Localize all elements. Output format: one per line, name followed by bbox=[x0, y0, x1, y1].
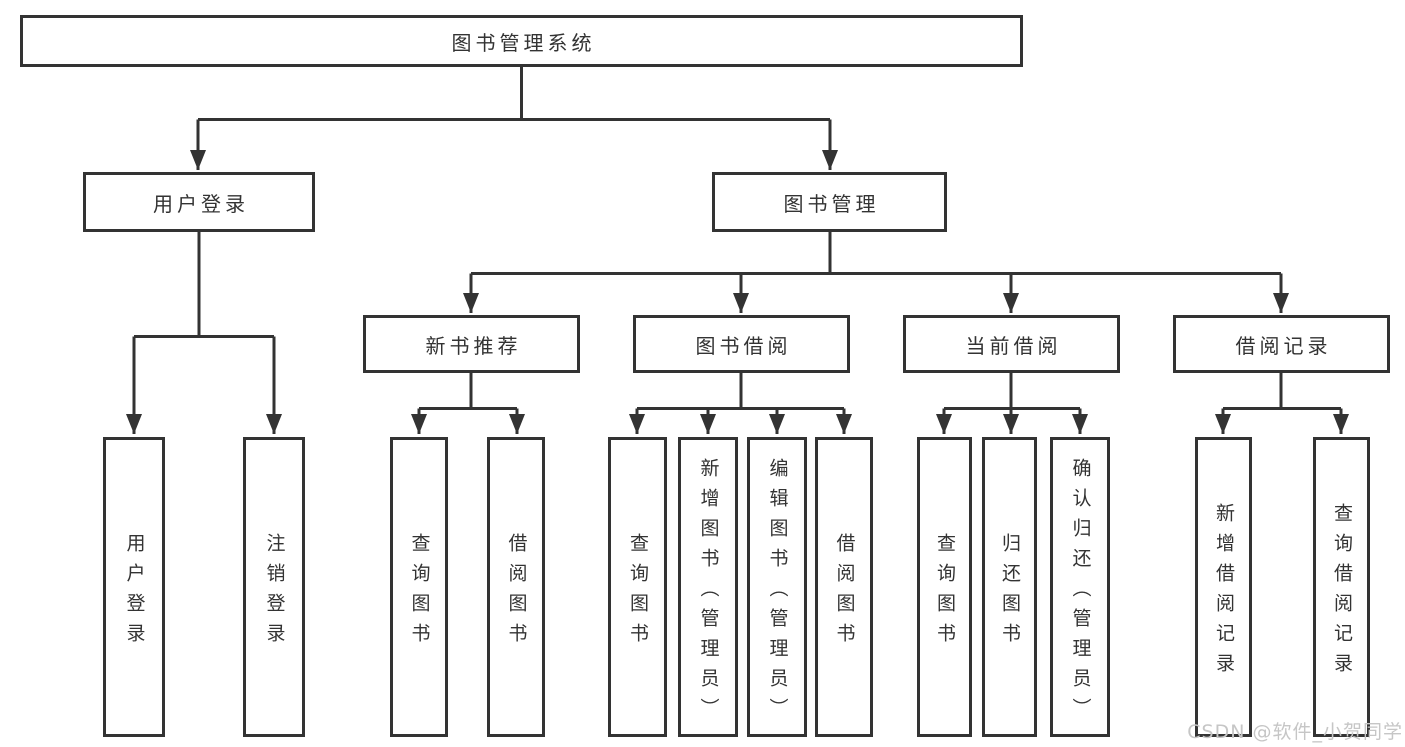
node-new-book-recommendation: 新书推荐 bbox=[363, 315, 580, 373]
node-label: 当前借阅 bbox=[965, 333, 1062, 358]
node-confirm-return-admin: 确认归还（管理员） bbox=[1050, 437, 1110, 737]
node-return-books: 归还图书 bbox=[982, 437, 1037, 737]
node-query-borrow-record: 查询借阅记录 bbox=[1313, 437, 1370, 737]
node-add-borrow-record: 新增借阅记录 bbox=[1195, 437, 1252, 737]
node-label: 图书管理系统 bbox=[451, 30, 596, 55]
node-label: 查询借阅记录 bbox=[1331, 502, 1353, 683]
watermark-text: CSDN @软件_小贺同学 bbox=[1187, 721, 1403, 743]
node-label: 查询图书 bbox=[934, 532, 956, 653]
node-label: 图书管理 bbox=[783, 191, 880, 216]
node-user-login-leaf: 用户登录 bbox=[103, 437, 165, 737]
node-label: 借阅记录 bbox=[1235, 333, 1332, 358]
node-borrow-books-borrowing: 借阅图书 bbox=[815, 437, 873, 737]
node-add-book-admin: 新增图书（管理员） bbox=[678, 437, 738, 737]
node-book-borrowing: 图书借阅 bbox=[633, 315, 850, 373]
node-query-books-borrowing: 查询图书 bbox=[608, 437, 667, 737]
node-borrow-books-recommend: 借阅图书 bbox=[487, 437, 545, 737]
node-label: 图书借阅 bbox=[695, 333, 792, 358]
node-label: 编辑图书（管理员） bbox=[766, 457, 789, 728]
connector-arrows bbox=[126, 119, 1349, 434]
node-label: 新增借阅记录 bbox=[1213, 502, 1235, 683]
node-label: 用户登录 bbox=[153, 191, 249, 216]
node-label: 用户登录 bbox=[123, 532, 146, 653]
node-label: 借阅图书 bbox=[833, 532, 856, 653]
node-query-books-recommend: 查询图书 bbox=[390, 437, 448, 737]
node-label: 确认归还（管理员） bbox=[1069, 457, 1092, 728]
node-label: 新书推荐 bbox=[425, 333, 522, 358]
node-label: 归还图书 bbox=[999, 532, 1021, 653]
node-borrowing-records: 借阅记录 bbox=[1173, 315, 1390, 373]
node-label: 新增图书（管理员） bbox=[697, 457, 720, 728]
node-current-borrowing: 当前借阅 bbox=[903, 315, 1120, 373]
node-book-management-branch: 图书管理 bbox=[712, 172, 947, 232]
node-library-system: 图书管理系统 bbox=[20, 15, 1023, 67]
node-label: 借阅图书 bbox=[505, 532, 528, 653]
node-label: 查询图书 bbox=[627, 532, 649, 653]
node-query-books-current: 查询图书 bbox=[917, 437, 972, 737]
node-label: 查询图书 bbox=[408, 532, 431, 653]
node-logout-leaf: 注销登录 bbox=[243, 437, 305, 737]
node-edit-book-admin: 编辑图书（管理员） bbox=[747, 437, 807, 737]
node-user-login-branch: 用户登录 bbox=[83, 172, 315, 232]
node-label: 注销登录 bbox=[263, 532, 286, 653]
